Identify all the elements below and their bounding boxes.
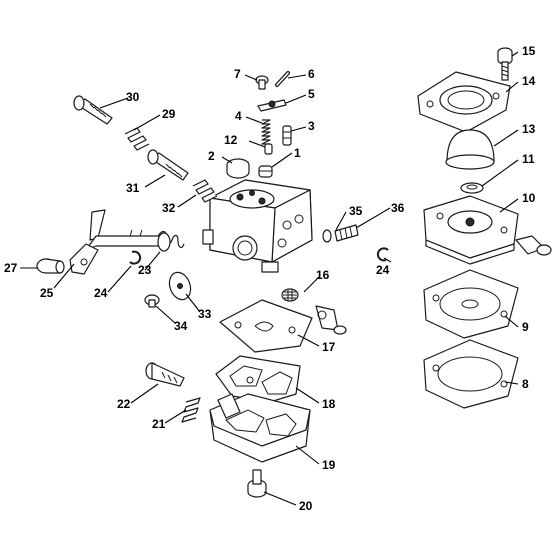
callout-22: 22 xyxy=(117,397,131,411)
part-22-screw xyxy=(145,362,185,387)
part-10-pump-body xyxy=(423,195,552,265)
part-25-throttle-shaft xyxy=(69,209,163,275)
callout-29: 29 xyxy=(162,107,176,121)
part-24-clip-right xyxy=(376,247,389,262)
callout-2: 2 xyxy=(208,149,215,163)
part-23-spring xyxy=(157,230,185,252)
callout-11: 11 xyxy=(522,152,535,166)
leader-lines xyxy=(20,51,519,506)
part-15-screw xyxy=(497,47,513,81)
part-27-cap xyxy=(36,258,65,274)
callout-23: 23 xyxy=(138,263,152,277)
carburetor-body xyxy=(202,179,313,273)
part-21-spring xyxy=(181,397,201,423)
part-4-spring xyxy=(261,119,271,145)
callout-31: 31 xyxy=(126,181,140,195)
callout-13: 13 xyxy=(522,122,536,136)
part-24-clip-left xyxy=(129,250,142,265)
callout-35: 35 xyxy=(349,204,363,218)
part-11-valve xyxy=(460,182,484,194)
callout-3: 3 xyxy=(308,119,315,133)
callout-33: 33 xyxy=(198,307,212,321)
part-29-spring xyxy=(124,127,150,151)
callout-25: 25 xyxy=(40,286,54,300)
callout-12: 12 xyxy=(224,133,238,147)
callout-24a: 24 xyxy=(94,286,108,300)
callout-4: 4 xyxy=(235,109,242,123)
part-2-plug xyxy=(226,158,250,179)
callout-30: 30 xyxy=(126,90,140,104)
part-33-throttle-disc xyxy=(168,271,192,301)
part-5-lever xyxy=(257,99,287,112)
callout-34: 34 xyxy=(174,319,188,333)
callout-16: 16 xyxy=(316,268,330,282)
callout-1: 1 xyxy=(294,146,301,160)
part-17-gasket xyxy=(219,299,313,353)
part-30-adjust-screw xyxy=(73,95,113,125)
part-8-gasket xyxy=(423,339,519,409)
callout-10: 10 xyxy=(522,191,536,205)
part-20-screw xyxy=(247,469,267,498)
callout-27: 27 xyxy=(4,261,18,275)
part-3-needle xyxy=(282,125,292,146)
part-9-diaphragm xyxy=(423,269,519,339)
part-36-needle xyxy=(334,224,359,242)
callout-19: 19 xyxy=(322,458,336,472)
callout-6: 6 xyxy=(308,67,315,81)
part-35-oring xyxy=(322,229,332,243)
part-14-cover xyxy=(417,71,511,133)
part-34-screw xyxy=(144,294,160,308)
part-31-adjust-screw xyxy=(147,149,189,181)
callout-20: 20 xyxy=(299,499,313,513)
part-16-screen xyxy=(281,288,299,302)
part-1-cap xyxy=(258,165,273,178)
callout-9: 9 xyxy=(522,320,529,334)
callout-15: 15 xyxy=(522,44,536,58)
callout-7: 7 xyxy=(234,67,241,81)
callout-5: 5 xyxy=(308,87,315,101)
callout-21: 21 xyxy=(152,417,166,431)
callout-8: 8 xyxy=(522,377,529,391)
callout-32: 32 xyxy=(162,201,176,215)
part-7-screw xyxy=(255,75,269,90)
callout-36: 36 xyxy=(391,201,405,215)
callout-14: 14 xyxy=(522,74,536,88)
callout-24b: 24 xyxy=(376,263,390,277)
part-12-pin xyxy=(264,143,273,155)
callout-17: 17 xyxy=(322,340,336,354)
part-32-spring xyxy=(192,179,218,203)
callout-18: 18 xyxy=(322,397,336,411)
part-6-pin xyxy=(275,71,290,87)
part-13-primer-bulb xyxy=(445,129,495,170)
callout-labels: 1 2 3 4 5 6 7 8 9 10 11 12 13 14 15 16 1… xyxy=(4,44,536,513)
fuel-fitting-center xyxy=(315,305,347,335)
part-19-cover xyxy=(209,393,311,463)
